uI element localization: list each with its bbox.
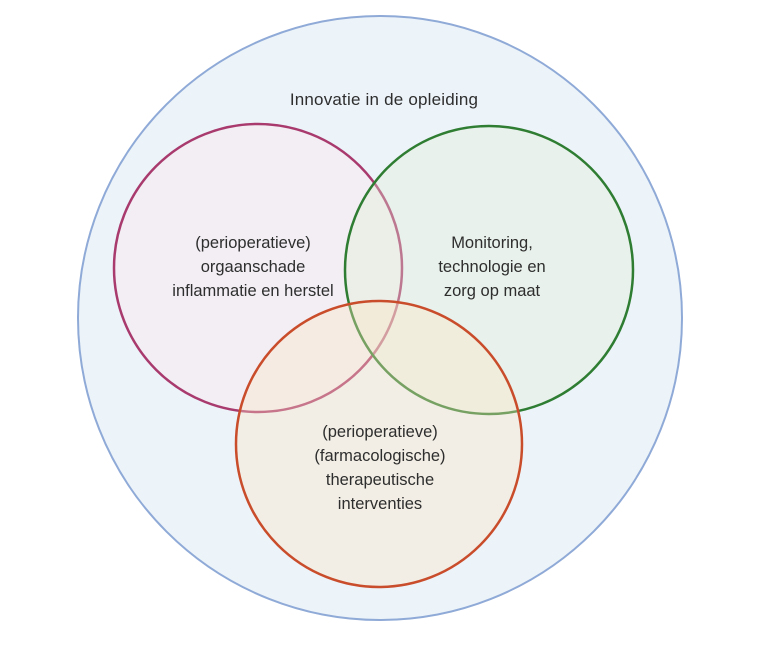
label-interventions: (perioperatieve) (farmacologische) thera… xyxy=(314,423,446,513)
circle-organ-damage xyxy=(112,122,404,414)
label-organ-damage: (perioperatieve) orgaanschade inflammati… xyxy=(172,234,334,300)
diagram-title: Innovatie in de opleiding xyxy=(289,90,479,109)
outer-circle xyxy=(77,15,683,621)
label-monitoring: Monitoring, technologie en zorg op maat xyxy=(438,234,546,300)
circle-interventions xyxy=(234,299,524,589)
circle-monitoring xyxy=(343,124,635,416)
